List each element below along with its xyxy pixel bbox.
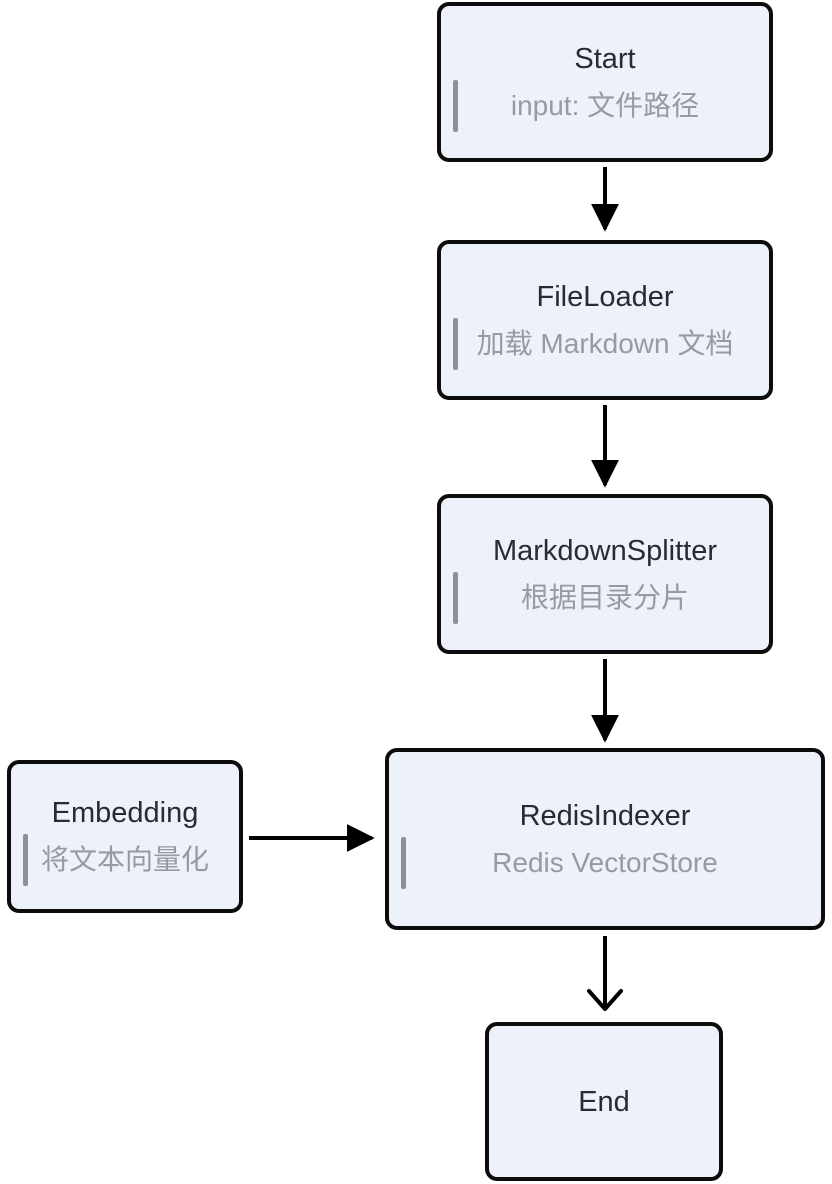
quote-bar — [453, 79, 458, 132]
node-start-title: Start — [574, 42, 636, 75]
node-fileloader: FileLoader 加载 Markdown 文档 — [437, 240, 773, 400]
arrowhead-open-chevron — [587, 989, 623, 1011]
node-markdownsplitter-subtitle: 根据目录分片 — [520, 581, 689, 613]
node-fileloader-subtitle: 加载 Markdown 文档 — [476, 327, 734, 359]
node-redisindexer-subtitle: Redis VectorStore — [492, 846, 718, 878]
quote-bar — [453, 571, 458, 624]
node-redisindexer: RedisIndexer Redis VectorStore — [385, 748, 825, 930]
quote-bar — [23, 834, 28, 886]
node-embedding-subtitle: 将文本向量化 — [40, 844, 209, 875]
quote-bar — [401, 836, 406, 889]
node-embedding-title: Embedding — [51, 797, 199, 829]
node-start: Start input: 文件路径 — [437, 2, 773, 162]
node-end: End — [485, 1022, 723, 1181]
node-end-title: End — [578, 1085, 630, 1118]
node-markdownsplitter-title: MarkdownSplitter — [492, 534, 718, 567]
node-fileloader-title: FileLoader — [536, 280, 674, 313]
node-embedding: Embedding 将文本向量化 — [7, 760, 243, 913]
node-markdownsplitter: MarkdownSplitter 根据目录分片 — [437, 494, 773, 654]
node-start-subtitle: input: 文件路径 — [510, 89, 700, 121]
quote-bar — [453, 317, 458, 370]
node-redisindexer-title: RedisIndexer — [519, 799, 691, 832]
